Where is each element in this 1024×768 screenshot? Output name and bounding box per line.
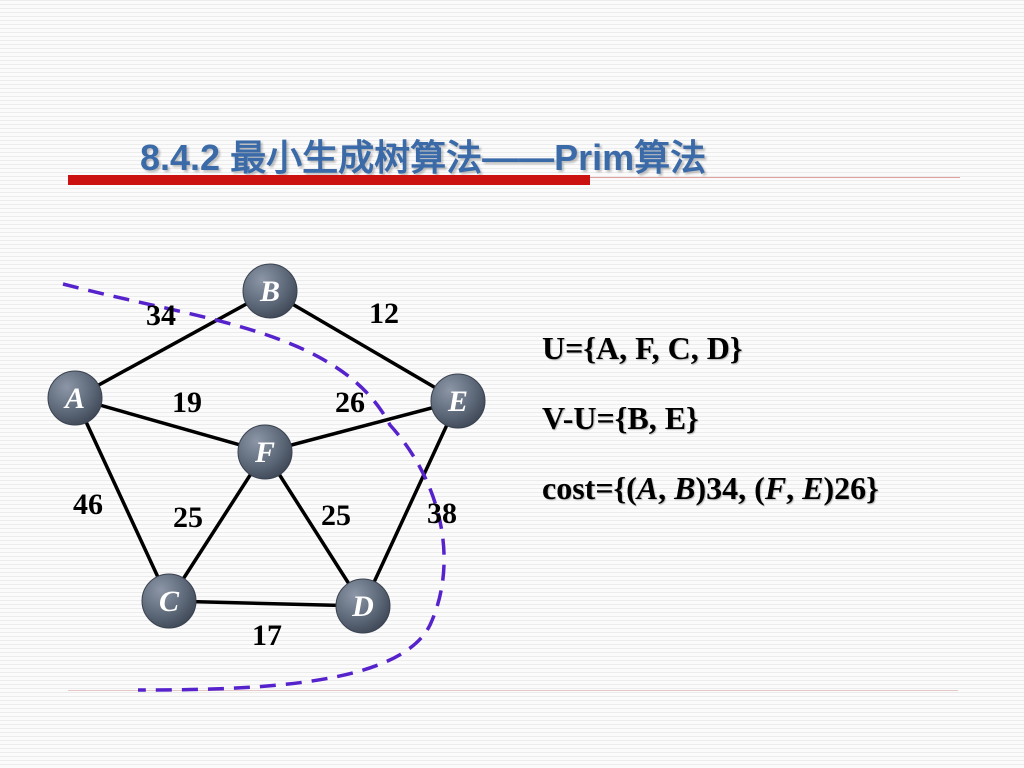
weight-f-d: 25 [321, 499, 351, 532]
cost-weight-2: )26} [823, 470, 879, 506]
weight-a-b: 34 [146, 299, 176, 332]
node-d: D [335, 578, 391, 634]
set-v-minus-u: V-U={B, E} [542, 400, 699, 436]
cost-node-a: A [636, 470, 659, 506]
node-d-label: D [351, 590, 374, 623]
edge-weights: 34 12 19 26 46 25 25 38 17 [73, 297, 457, 652]
set-u: U={A, F, C, D} [542, 330, 743, 366]
cost-sep-2: , [786, 470, 803, 506]
node-f-label: F [254, 436, 275, 469]
node-a-label: A [63, 382, 85, 415]
graph-edges [73, 289, 460, 608]
weight-c-f: 25 [173, 501, 203, 534]
node-c-label: C [159, 585, 180, 618]
title-underline-bar [68, 175, 590, 185]
slide-title: 8.4.2 最小生成树算法——Prim算法 [140, 137, 707, 178]
graph-nodes: B A E F C D [47, 263, 486, 634]
cost-sep-1: , [658, 470, 675, 506]
edge-e-d [361, 399, 460, 608]
cut-dashed-curve [62, 282, 446, 692]
footer-line [68, 690, 958, 691]
node-f: F [237, 424, 293, 480]
weight-a-f: 19 [172, 386, 202, 419]
cost-node-b: B [674, 470, 696, 506]
edge-c-f [167, 450, 267, 603]
set-descriptions: U={A, F, C, D} V-U={B, E} cost={(A, B)34… [542, 330, 879, 540]
edge-f-d [263, 450, 365, 608]
node-e: E [430, 373, 486, 429]
edge-f-e [263, 399, 460, 454]
node-c: C [141, 573, 197, 629]
cost-weight-1: )34, ( [695, 470, 765, 506]
weight-c-d: 17 [252, 619, 282, 652]
cost-prefix: cost={( [542, 470, 637, 506]
weight-f-e: 26 [335, 386, 365, 419]
node-b-label: B [259, 275, 280, 308]
cost-node-f: F [764, 470, 787, 506]
edge-a-f [73, 396, 267, 454]
weight-a-c: 46 [73, 488, 103, 521]
edge-a-c [73, 396, 171, 603]
title-underline-line [590, 177, 960, 178]
cost-set: cost={(A, B)34, (F, E)26} [542, 470, 879, 506]
edge-c-d [167, 599, 365, 608]
weight-e-d: 38 [427, 497, 457, 530]
node-e-label: E [447, 385, 468, 418]
node-a: A [47, 370, 103, 426]
edge-b-e [268, 289, 460, 403]
cost-node-e: E [802, 470, 824, 506]
weight-b-e: 12 [369, 297, 399, 330]
node-b: B [242, 263, 298, 319]
edge-a-b [73, 289, 272, 400]
